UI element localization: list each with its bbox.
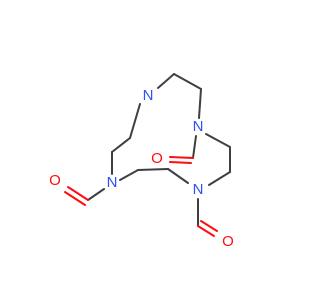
atom-o-left-formyl: O	[49, 172, 61, 189]
bond	[167, 168, 189, 184]
bond	[87, 188, 105, 201]
bond	[173, 73, 202, 90]
bond	[197, 225, 215, 237]
bond	[208, 171, 231, 186]
atom-n-bottom-formyl: N	[193, 181, 204, 198]
bond	[192, 135, 197, 159]
bond	[169, 161, 192, 164]
bond	[169, 156, 194, 159]
bond	[200, 220, 218, 232]
bond	[67, 186, 89, 201]
bond	[64, 191, 86, 206]
bond	[129, 103, 141, 139]
atom-n-top: N	[143, 87, 154, 104]
bond	[198, 88, 202, 119]
bond	[111, 137, 131, 153]
bond	[205, 133, 231, 148]
bond	[157, 73, 175, 89]
bond	[137, 168, 169, 171]
molecule-diagram: N N N N O O O	[49, 73, 234, 250]
bonds	[64, 73, 231, 237]
atom-n-right: N	[193, 118, 204, 135]
atom-o-bottom-formyl: O	[222, 233, 234, 250]
atom-labels: N N N N O O O	[49, 87, 234, 250]
bond	[119, 169, 139, 181]
atom-o-ring-carbonyl: O	[151, 150, 163, 167]
atom-n-left-formyl: N	[107, 174, 118, 191]
molecule-structure: N N N N O O O	[49, 73, 234, 250]
